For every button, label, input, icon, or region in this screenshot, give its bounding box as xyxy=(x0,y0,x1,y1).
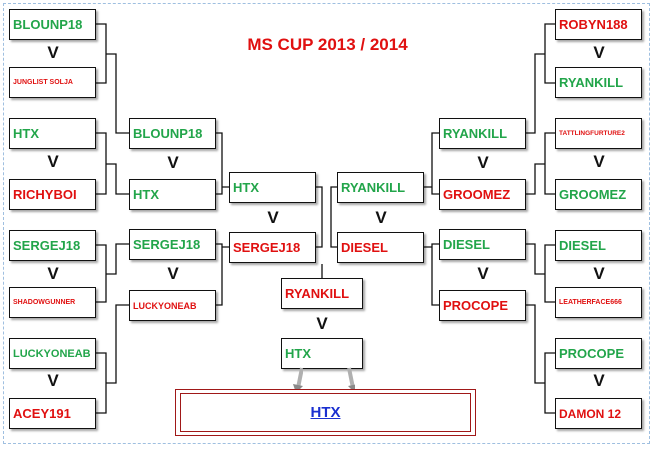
right-r1-m2-bottom-slot: GROOMEZ xyxy=(555,179,642,210)
left-r3-top-slot: HTX xyxy=(229,172,316,203)
left-r3-bottom-slot: SERGEJ18 xyxy=(229,232,316,263)
connector-right-r1-m1 xyxy=(526,23,555,134)
right-r3-bottom-slot: DIESEL xyxy=(337,232,424,263)
final-top-slot: RYANKILL xyxy=(281,278,363,309)
left-r1-m1-top-slot: BLOUNP18 xyxy=(9,9,96,40)
right-r1-m3-bottom-slot: LEATHERFACE666 xyxy=(555,287,642,318)
right-r1-m4-top-slot: PROCOPE xyxy=(555,338,642,369)
connector-left-r2-m2 xyxy=(216,243,229,306)
connector-right-r2-m1 xyxy=(424,132,439,195)
connector-left-r3 xyxy=(316,186,323,278)
right-r1-m1-top-slot: ROBYN188 xyxy=(555,9,642,40)
left-r2-m2-top-slot: SERGEJ18 xyxy=(129,229,216,260)
left-r1-m2-bottom-slot: RICHYBOI xyxy=(9,179,96,210)
connector-right-r2-m2 xyxy=(424,243,439,306)
left-r1-m1-bottom-slot: JUNGLIST SOLJA xyxy=(9,67,96,98)
left-r1-m4-top-slot: LUCKYONEAB xyxy=(9,338,96,369)
left-r2-m1-vs: V xyxy=(167,153,179,172)
right-r2-m1-bottom-slot: GROOMEZ xyxy=(439,179,526,210)
right-r1-m4-bottom-slot: DAMON 12 xyxy=(555,398,642,429)
left-r2-m2-bottom-slot: LUCKYONEAB xyxy=(129,290,216,321)
tournament-title: MS CUP 2013 / 2014 xyxy=(247,35,408,54)
left-r2-m1-top-slot: BLOUNP18 xyxy=(129,118,216,149)
right-r2-m2-top-slot: DIESEL xyxy=(439,229,526,260)
final-bottom-slot: HTX xyxy=(281,338,363,369)
right-r1-m4-vs: V xyxy=(593,371,605,390)
connector-left-r2-m1 xyxy=(216,132,229,195)
right-r3-top-slot: RYANKILL xyxy=(337,172,424,203)
connector-left-r1-m3 xyxy=(96,243,129,303)
left-r3-vs: V xyxy=(267,208,279,227)
right-r1-m3-top-slot: DIESEL xyxy=(555,230,642,261)
connector-left-r1-m2 xyxy=(96,132,129,195)
page-frame xyxy=(3,3,650,444)
champion-name[interactable]: HTX xyxy=(310,404,341,421)
right-r2-m1-top-slot: RYANKILL xyxy=(439,118,526,149)
right-r2-m2-vs: V xyxy=(477,264,489,283)
left-r1-m3-vs: V xyxy=(47,264,59,283)
champion-box: HTX xyxy=(180,393,471,432)
connector-right-r1-m4 xyxy=(526,304,555,414)
right-r1-m2-top-slot: TATTLINGFURTURE2 xyxy=(555,118,642,149)
left-r1-m3-bottom-slot: SHADOWGUNNER xyxy=(9,287,96,318)
left-r1-m3-top-slot: SERGEJ18 xyxy=(9,230,96,261)
right-r1-m2-vs: V xyxy=(593,152,605,171)
connector-right-r1-m3 xyxy=(526,243,555,303)
left-r1-m1-vs: V xyxy=(47,43,59,62)
right-r1-m1-vs: V xyxy=(593,43,605,62)
left-r2-m1-bottom-slot: HTX xyxy=(129,179,216,210)
right-r1-m3-vs: V xyxy=(593,264,605,283)
left-r1-m4-bottom-slot: ACEY191 xyxy=(9,398,96,429)
right-r2-m1-vs: V xyxy=(477,153,489,172)
connector-right-r1-m2 xyxy=(526,132,555,195)
left-r1-m2-top-slot: HTX xyxy=(9,118,96,149)
right-r1-m1-bottom-slot: RYANKILL xyxy=(555,67,642,98)
left-r2-m2-vs: V xyxy=(167,264,179,283)
right-r2-m2-bottom-slot: PROCOPE xyxy=(439,290,526,321)
connector-left-r1-m1 xyxy=(96,23,129,134)
connector-right-r3 xyxy=(330,186,337,248)
right-r3-vs: V xyxy=(375,208,387,227)
left-r1-m2-vs: V xyxy=(47,152,59,171)
left-r1-m4-vs: V xyxy=(47,371,59,390)
final-vs: V xyxy=(316,314,328,333)
connector-left-r1-m4 xyxy=(96,304,129,414)
